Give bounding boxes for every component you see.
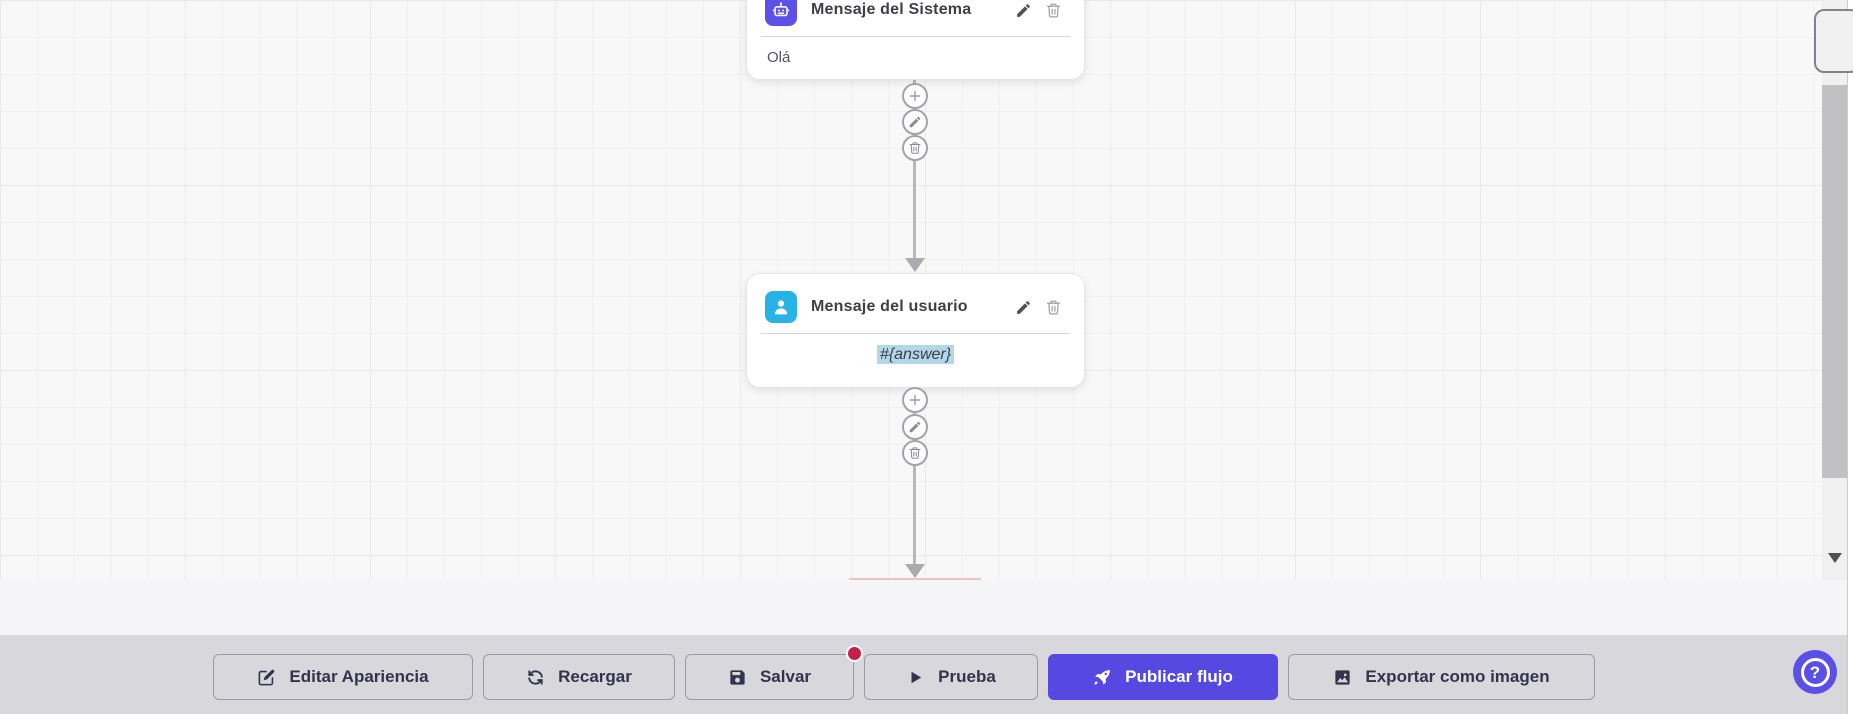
node-title: Mensaje del Sistema	[811, 1, 972, 18]
node-content: Olá	[767, 49, 791, 66]
edit-connection-button[interactable]	[902, 414, 928, 440]
edit-node-icon[interactable]	[1015, 2, 1032, 19]
node-content: #{answer}	[747, 334, 1084, 382]
test-button[interactable]: Prueba	[864, 654, 1038, 700]
page-scrollbar-gutter	[1847, 0, 1853, 714]
publish-flow-button[interactable]: Publicar flujo	[1048, 654, 1278, 700]
connector-line	[913, 388, 916, 564]
node-divider	[761, 333, 1070, 334]
save-button[interactable]: Salvar	[685, 645, 863, 700]
arrow-down-icon	[905, 258, 925, 272]
node-card-user-message[interactable]: Mensaje del usuario #{ans	[746, 273, 1085, 388]
delete-node-icon[interactable]	[1045, 299, 1062, 316]
canvas-vertical-scrollbar[interactable]	[1822, 0, 1848, 580]
node-card-system-message[interactable]: Mensaje del Sistema Olá	[746, 0, 1085, 80]
scrollbar-thumb[interactable]	[1822, 85, 1848, 478]
edit-appearance-button[interactable]: Editar Apariencia	[213, 654, 473, 700]
node-header: Mensaje del Sistema	[747, 0, 1084, 36]
node-header: Mensaje del usuario	[747, 274, 1084, 333]
user-icon	[765, 291, 797, 323]
unsaved-changes-badge	[846, 645, 863, 662]
node-divider	[761, 36, 1070, 37]
delete-connection-button[interactable]	[902, 440, 928, 466]
node-title: Mensaje del usuario	[811, 298, 968, 315]
robot-icon	[765, 0, 797, 26]
rocket-icon	[1094, 669, 1111, 685]
canvas-controls-panel[interactable]	[1814, 9, 1853, 73]
refresh-icon	[528, 669, 543, 685]
flow-canvas[interactable]: Mensaje del Sistema Olá	[0, 0, 1848, 580]
save-icon	[730, 669, 745, 685]
help-button[interactable]: ?	[1793, 650, 1837, 694]
arrow-down-icon	[905, 564, 925, 578]
play-icon	[911, 671, 922, 683]
image-icon	[1335, 669, 1351, 685]
scrollbar-down-arrow[interactable]	[1828, 553, 1842, 563]
delete-connection-button[interactable]	[902, 135, 928, 161]
edit-connection-button[interactable]	[902, 109, 928, 135]
export-image-button[interactable]: Exportar como imagen	[1288, 654, 1595, 700]
canvas-footer-strip	[0, 580, 1848, 635]
answer-variable-chip[interactable]: #{answer}	[876, 345, 955, 364]
edit-node-icon[interactable]	[1015, 299, 1032, 316]
clipped-node-top-edge	[849, 578, 981, 580]
edit-square-icon	[258, 669, 275, 685]
reload-button[interactable]: Recargar	[483, 654, 675, 700]
add-node-button[interactable]	[902, 83, 928, 109]
delete-node-icon[interactable]	[1045, 2, 1062, 19]
add-node-button[interactable]	[902, 387, 928, 413]
bottom-toolbar: Editar Apariencia Recargar Salvar	[0, 635, 1848, 714]
question-mark-icon: ?	[1800, 657, 1830, 687]
